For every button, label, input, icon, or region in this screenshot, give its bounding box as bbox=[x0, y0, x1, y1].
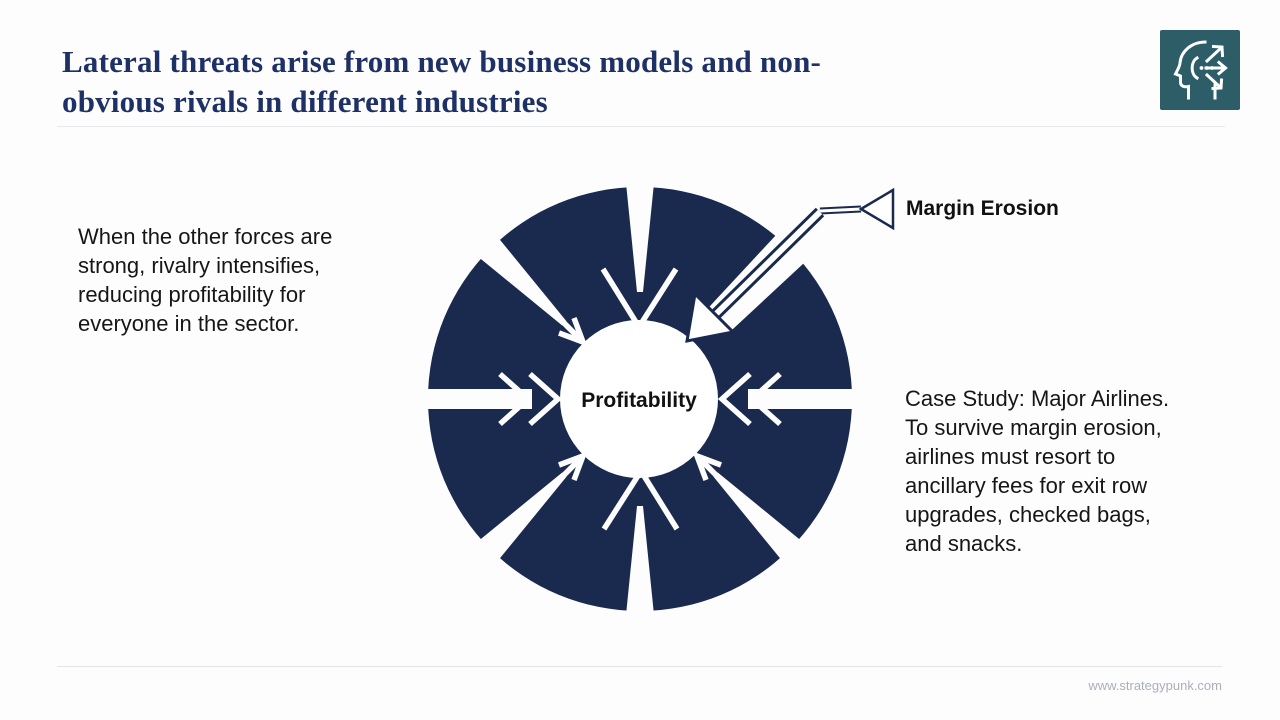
page-title-line-2: obvious rivals in different industries bbox=[62, 84, 548, 119]
margin-erosion-arrow bbox=[685, 187, 895, 343]
inward-arrow-nw bbox=[539, 298, 588, 347]
arrowhead bbox=[685, 290, 737, 343]
inward-arrow-se bbox=[692, 451, 741, 500]
profitability-wheel: Profitability bbox=[418, 183, 895, 615]
footer-divider bbox=[57, 666, 1222, 667]
page-title-line-1: Lateral threats arise from new business … bbox=[62, 44, 822, 79]
arrow-tail bbox=[858, 187, 895, 231]
diagram-center-label: Profitability bbox=[581, 389, 697, 412]
title-divider bbox=[57, 126, 1225, 127]
strategypunk-logo bbox=[1160, 30, 1240, 110]
margin-erosion-label: Margin Erosion bbox=[906, 197, 1059, 220]
case-study-line: upgrades, checked bags, bbox=[905, 502, 1151, 527]
left-annotation-line: strong, rivalry intensifies, bbox=[78, 253, 321, 278]
case-study-line: ancillary fees for exit row bbox=[905, 473, 1148, 498]
segment-gap-s bbox=[626, 506, 654, 615]
segment-gap-n bbox=[626, 183, 654, 292]
wheel-hub bbox=[560, 320, 718, 478]
segment-gap-w bbox=[418, 389, 532, 409]
head-arrows-icon bbox=[1173, 40, 1228, 100]
case-study-line: Case Study: Major Airlines. bbox=[905, 386, 1170, 411]
inward-arrow-sw bbox=[539, 451, 588, 500]
case-study-line: and snacks. bbox=[905, 531, 1023, 556]
left-annotation-line: reducing profitability for bbox=[78, 282, 306, 307]
case-study-line: To survive margin erosion, bbox=[905, 415, 1162, 440]
inward-arrow-n bbox=[600, 267, 679, 333]
left-annotation: When the other forces are strong, rivalr… bbox=[78, 222, 398, 338]
segment-gap-e bbox=[748, 389, 862, 409]
inward-arrows bbox=[498, 267, 782, 531]
inward-arrow-s bbox=[601, 465, 680, 531]
page-title: Lateral threats arise from new business … bbox=[62, 42, 1142, 122]
case-study-text: Case Study: Major Airlines. To survive m… bbox=[905, 384, 1235, 558]
profitability-diagram: Profitability bbox=[400, 170, 910, 632]
case-study-line: airlines must resort to bbox=[905, 444, 1116, 469]
left-annotation-line: everyone in the sector. bbox=[78, 311, 300, 336]
inward-arrow-e bbox=[717, 371, 782, 427]
left-annotation-line: When the other forces are bbox=[78, 224, 333, 249]
inward-arrow-w bbox=[498, 371, 563, 427]
footer-url: www.strategypunk.com bbox=[1088, 678, 1222, 693]
